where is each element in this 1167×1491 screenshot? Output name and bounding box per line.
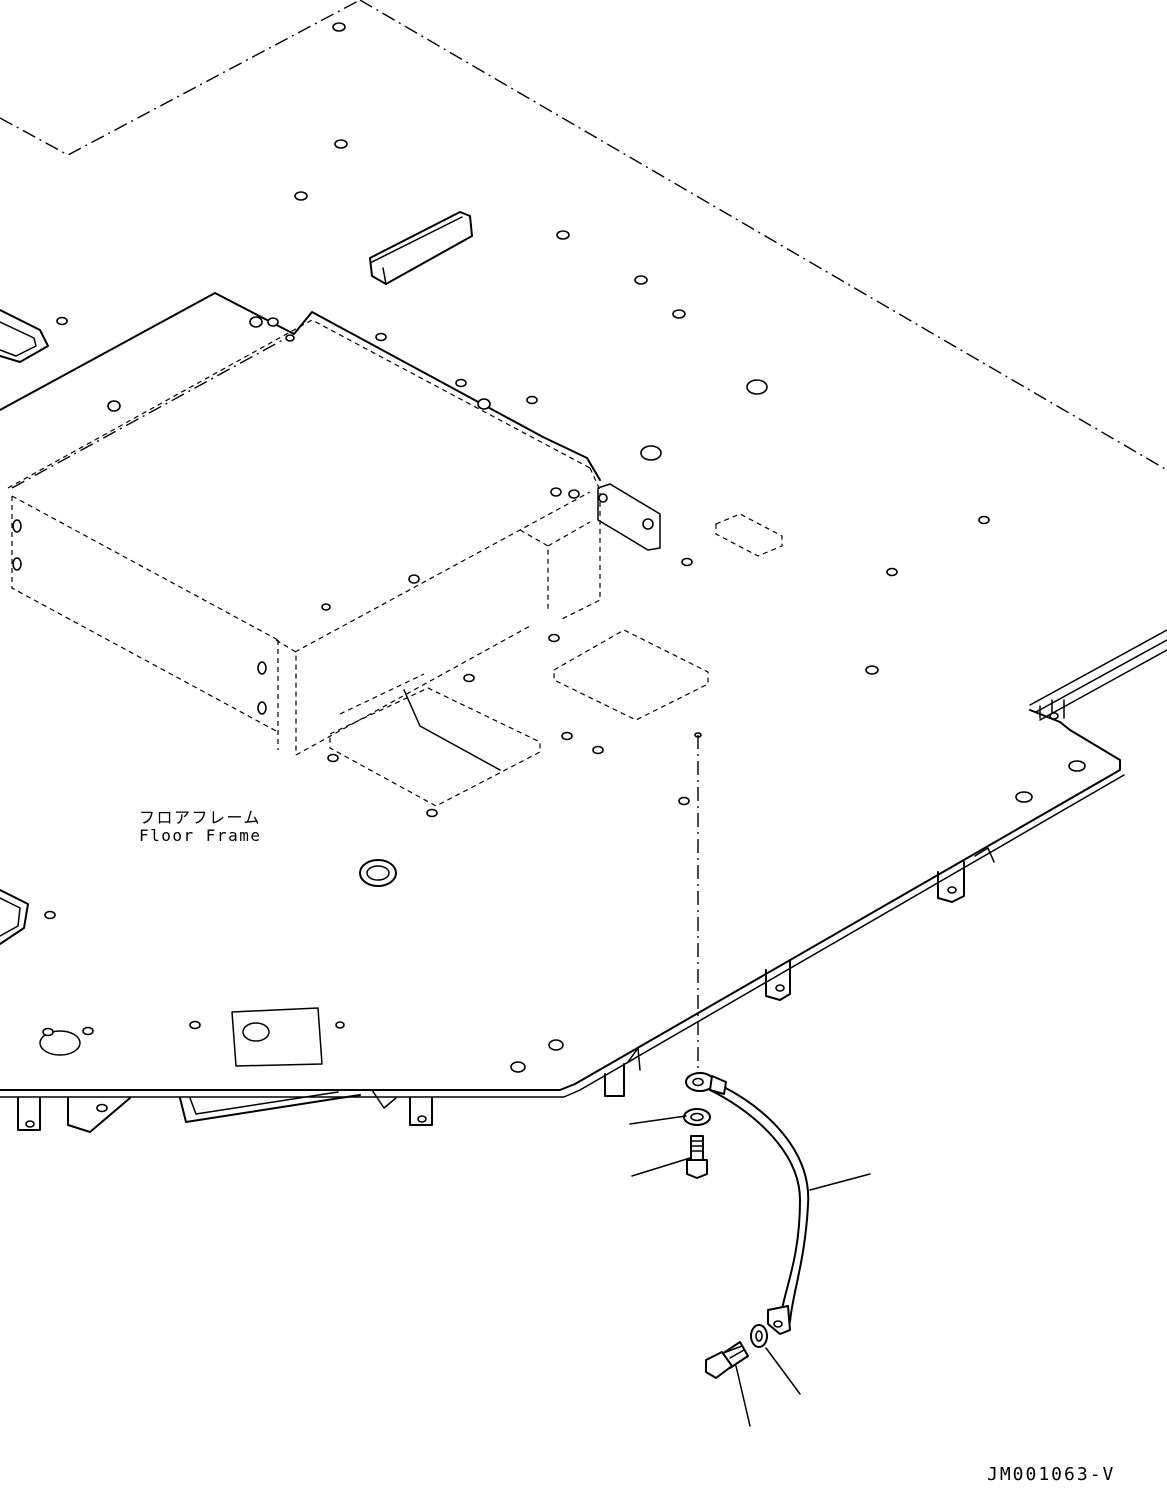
cable-terminal-lower — [767, 1305, 791, 1335]
floor-frame-label-en: Floor Frame — [139, 826, 262, 845]
phantom-outline — [0, 0, 1167, 471]
bolt-lower-icon — [705, 1341, 749, 1379]
bolt-icon — [686, 1135, 708, 1179]
ground-cable-assembly — [629, 735, 871, 1427]
drawing-number: JM001063-V — [987, 1464, 1116, 1485]
floor-frame-label-ja: フロアフレーム — [139, 808, 262, 827]
controller-box — [7, 316, 661, 756]
floor-plate — [0, 292, 1167, 1098]
access-covers — [327, 513, 783, 818]
upper-floor-details — [56, 22, 990, 675]
lower-floor-details — [17, 699, 1086, 1133]
